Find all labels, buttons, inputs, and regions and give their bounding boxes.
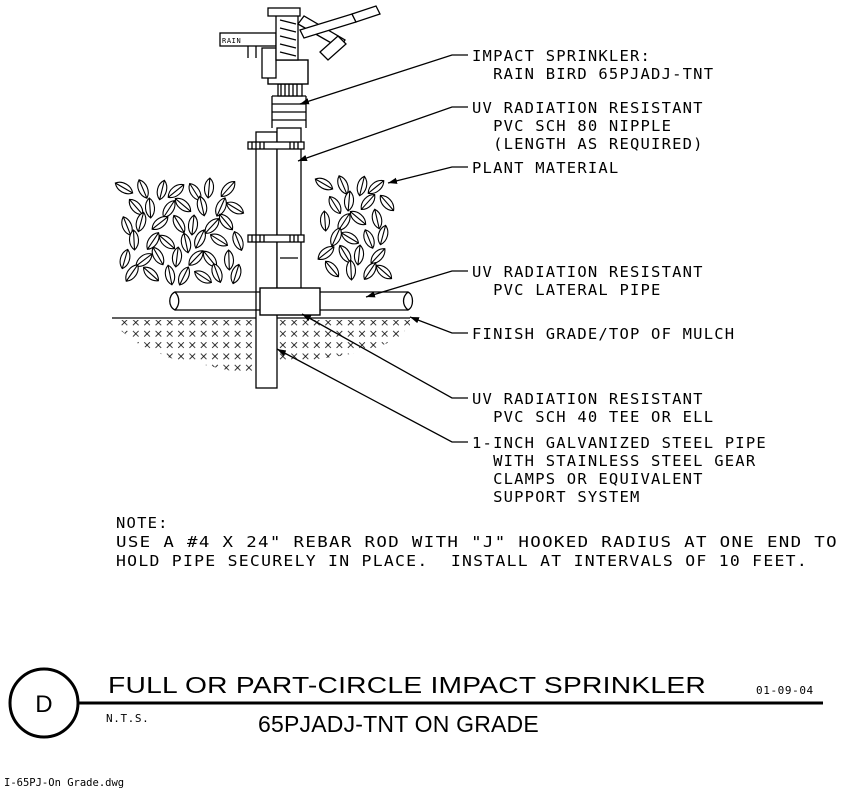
leaf [375, 264, 393, 280]
callout-sprinkler-line1: IMPACT SPRINKLER: [472, 47, 651, 65]
leaf [137, 179, 149, 199]
leaf [203, 177, 215, 199]
title-block: D FULL OR PART-CIRCLE IMPACT SPRINKLER 6… [8, 667, 823, 739]
date-label: 01-09-04 [756, 684, 814, 697]
leaf [158, 234, 176, 250]
leaf [220, 181, 236, 197]
detail-title-line2: 65PJADJ-TNT ON GRADE [258, 711, 539, 737]
callout-steel-line1: 1-INCH GALVANIZED STEEL PIPE [472, 434, 767, 452]
leaf [328, 195, 342, 215]
leaf [343, 190, 355, 212]
note-heading: NOTE: [116, 514, 169, 532]
note-line1: USE A #4 X 24" REBAR ROD WITH "J" HOOKED… [116, 533, 838, 551]
leaf [151, 246, 165, 266]
leaf [230, 263, 242, 285]
leaf [377, 224, 389, 246]
pvc-tee-fitting [259, 287, 321, 316]
leaf [353, 244, 365, 266]
leaf [167, 183, 185, 199]
gear-clamp-lower [247, 234, 305, 243]
callout-finish-grade: FINISH GRADE/TOP OF MULCH [472, 325, 735, 343]
leaf [370, 248, 386, 264]
leaf [196, 195, 208, 217]
callout-steel-line3: CLAMPS OR EQUIVALENT [472, 470, 704, 488]
callout-labels: IMPACT SPRINKLER: RAIN BIRD 65PJADJ-TNT … [472, 47, 767, 506]
leaf [232, 230, 244, 252]
note-block: NOTE: USE A #4 X 24" REBAR ROD WITH "J" … [116, 514, 838, 570]
callout-steel-line4: SUPPORT SYSTEM [472, 488, 641, 506]
leaf [151, 216, 169, 230]
leaf [156, 179, 168, 201]
leaf [324, 260, 340, 278]
gear-clamp-upper [247, 141, 305, 150]
pvc-riser [271, 95, 307, 291]
leaf [340, 231, 360, 245]
callout-sprinkler-line2: RAIN BIRD 65PJADJ-TNT [472, 65, 714, 83]
leaf [225, 201, 245, 215]
leader-lines [276, 54, 468, 443]
leaf [143, 266, 159, 282]
leaf [188, 250, 204, 266]
leaf [114, 181, 134, 195]
callout-tee-line1: UV RADIATION RESISTANT [472, 390, 704, 408]
leaf [218, 213, 234, 231]
leaf [178, 266, 190, 286]
plant-material-right [314, 175, 395, 281]
leaf [314, 177, 334, 191]
file-name: I-65PJ-On Grade.dwg [4, 777, 124, 789]
callout-plant-material: PLANT MATERIAL [472, 159, 619, 177]
leaf [194, 229, 206, 249]
leaf [349, 210, 367, 226]
callout-nipple-line2: PVC SCH 80 NIPPLE [472, 117, 672, 135]
leaf [209, 233, 229, 247]
leaf [187, 214, 199, 236]
callout-lateral-line2: PVC LATERAL PIPE [472, 281, 662, 299]
detail-title-line1: FULL OR PART-CIRCLE IMPACT SPRINKLER [108, 672, 706, 698]
note-line2: HOLD PIPE SECURELY IN PLACE. INSTALL AT … [116, 552, 808, 570]
leaf [128, 229, 140, 251]
callout-steel-line2: WITH STAINLESS STEEL GEAR [472, 452, 756, 470]
leaf [223, 249, 235, 271]
leaf [174, 197, 192, 213]
callout-nipple-line3: (LENGTH AS REQUIRED) [472, 135, 704, 153]
callout-lateral-line1: UV RADIATION RESISTANT [472, 263, 704, 281]
leaf [135, 211, 147, 233]
steel-support-pipe [255, 131, 278, 389]
leaf [194, 270, 212, 284]
callout-tee-line2: PVC SCH 40 TEE OR ELL [472, 408, 714, 426]
leaf [367, 179, 385, 195]
leaf [371, 208, 383, 230]
leaf [125, 264, 139, 282]
callout-nipple-line1: UV RADIATION RESISTANT [472, 99, 704, 117]
leaf [363, 229, 375, 249]
leaf [363, 262, 377, 280]
leaf [119, 248, 131, 270]
soil-section [112, 317, 410, 375]
leaf [144, 197, 156, 219]
leaf [319, 210, 331, 232]
leaf [356, 175, 368, 197]
leaf [211, 262, 223, 284]
leaf [360, 194, 376, 210]
leaf [180, 232, 192, 254]
leaf [172, 214, 186, 234]
leaf [379, 194, 395, 212]
leaf [345, 259, 357, 281]
scale-label: N.T.S. [106, 712, 149, 725]
impact-sprinkler-head: RAIN [219, 5, 381, 97]
leaf [146, 232, 160, 250]
sprinkler-brand-label: RAIN [222, 37, 241, 45]
plant-material-left [114, 177, 245, 286]
leaf [164, 264, 176, 286]
leaf [317, 246, 335, 260]
detail-letter: D [35, 691, 53, 718]
leaf [171, 246, 183, 268]
